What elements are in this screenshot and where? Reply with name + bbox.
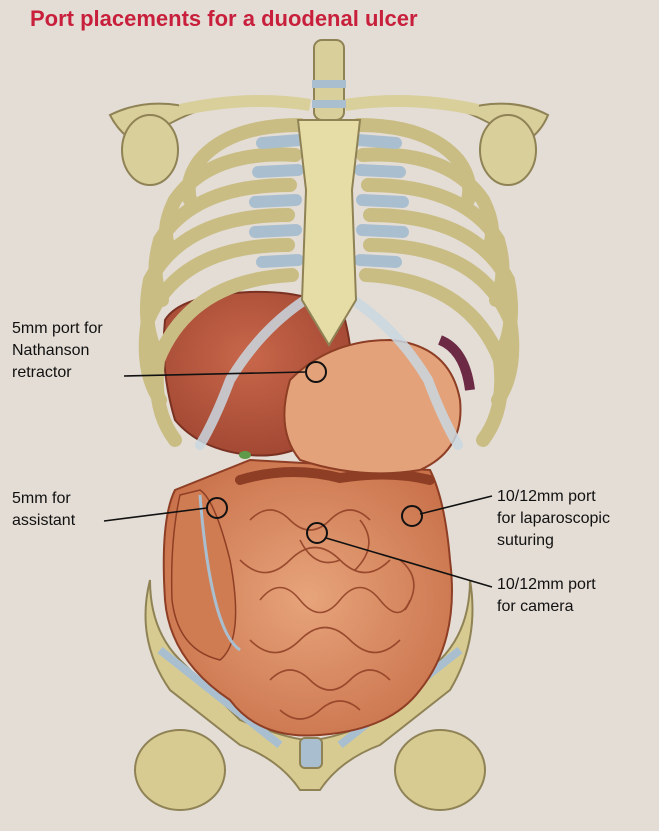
label-assistant-port: 5mm for assistant [12,488,75,532]
sternum [298,40,360,345]
label-line: assistant [12,510,75,532]
label-line: suturing [497,530,610,552]
label-line: 5mm port for [12,318,103,340]
label-line: retractor [12,362,103,384]
label-line: 10/12mm port [497,574,596,596]
label-line: for laparoscopic [497,508,610,530]
label-line: for camera [497,596,596,618]
label-line: Nathanson [12,340,103,362]
label-nathanson-port: 5mm port for Nathanson retractor [12,318,103,384]
label-line: 10/12mm port [497,486,610,508]
label-camera-port: 10/12mm port for camera [497,574,596,618]
label-line: 5mm for [12,488,75,510]
label-suturing-port: 10/12mm port for laparoscopic suturing [497,486,610,552]
